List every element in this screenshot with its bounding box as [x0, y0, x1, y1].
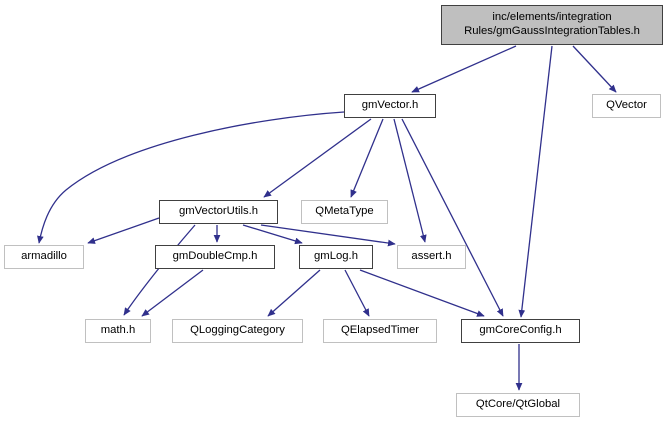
node-gmdoublecmp[interactable]: gmDoubleCmp.h	[155, 245, 275, 269]
node-label-gmdoublecmp: gmDoubleCmp.h	[172, 250, 258, 263]
edge-gmlog-to-qloggingcategory	[267, 269, 321, 317]
node-math[interactable]: math.h	[85, 319, 151, 343]
edge-gmvector-to-gmcoreconfig	[401, 118, 504, 317]
node-qelapsedtimer[interactable]: QElapsedTimer	[323, 319, 437, 343]
node-label-root: inc/elements/integration Rules/gmGaussIn…	[464, 11, 640, 37]
node-label-assert: assert.h	[411, 250, 452, 263]
edge-gmvectorutils-to-gmlog	[242, 224, 303, 245]
node-label-gmvector: gmVector.h	[361, 99, 419, 112]
node-label-gmcoreconfig: gmCoreConfig.h	[479, 324, 562, 337]
node-label-gmvectorutils: gmVectorUtils.h	[178, 205, 259, 218]
node-gmcoreconfig[interactable]: gmCoreConfig.h	[461, 319, 580, 343]
edge-gmvectorutils-to-assert	[260, 224, 396, 247]
node-label-qvector: QVector	[606, 99, 647, 112]
node-qtcoreqtglobal[interactable]: QtCore/QtGlobal	[456, 393, 580, 417]
node-armadillo[interactable]: armadillo	[4, 245, 84, 269]
node-gmvector[interactable]: gmVector.h	[344, 94, 436, 118]
edge-gmvector-to-armadillo	[37, 111, 345, 244]
edge-gmvector-to-qmetatype	[350, 118, 384, 198]
node-label-qtcoreqtglobal: QtCore/QtGlobal	[475, 398, 561, 411]
node-label-math: math.h	[100, 324, 136, 337]
edge-root-to-qvector	[572, 45, 617, 93]
node-label-gmlog: gmLog.h	[314, 250, 358, 263]
edge-gmvector-to-assert	[393, 118, 427, 243]
edge-root-to-gmcoreconfig	[518, 45, 553, 318]
edge-gmvectorutils-to-math	[123, 224, 196, 316]
edge-group	[37, 45, 617, 391]
node-root: inc/elements/integration Rules/gmGaussIn…	[441, 5, 663, 45]
edge-gmlog-to-qelapsedtimer	[344, 269, 370, 317]
node-gmlog[interactable]: gmLog.h	[299, 245, 373, 269]
edge-gmdoublecmp-to-math	[141, 269, 204, 317]
edge-gmlog-to-gmcoreconfig	[359, 269, 485, 317]
node-gmvectorutils[interactable]: gmVectorUtils.h	[159, 200, 278, 224]
node-label-qmetatype: QMetaType	[315, 205, 374, 218]
node-qloggingcategory[interactable]: QLoggingCategory	[172, 319, 303, 343]
edge-gmvector-to-gmvectorutils	[263, 118, 372, 198]
node-label-qelapsedtimer: QElapsedTimer	[340, 324, 420, 337]
edge-root-to-gmvector	[411, 45, 517, 93]
node-qmetatype[interactable]: QMetaType	[301, 200, 388, 224]
edge-gmvectorutils-to-armadillo	[87, 217, 160, 244]
node-label-qloggingcategory: QLoggingCategory	[190, 324, 285, 337]
node-assert[interactable]: assert.h	[397, 245, 466, 269]
node-qvector[interactable]: QVector	[592, 94, 661, 118]
node-label-armadillo: armadillo	[21, 250, 67, 263]
